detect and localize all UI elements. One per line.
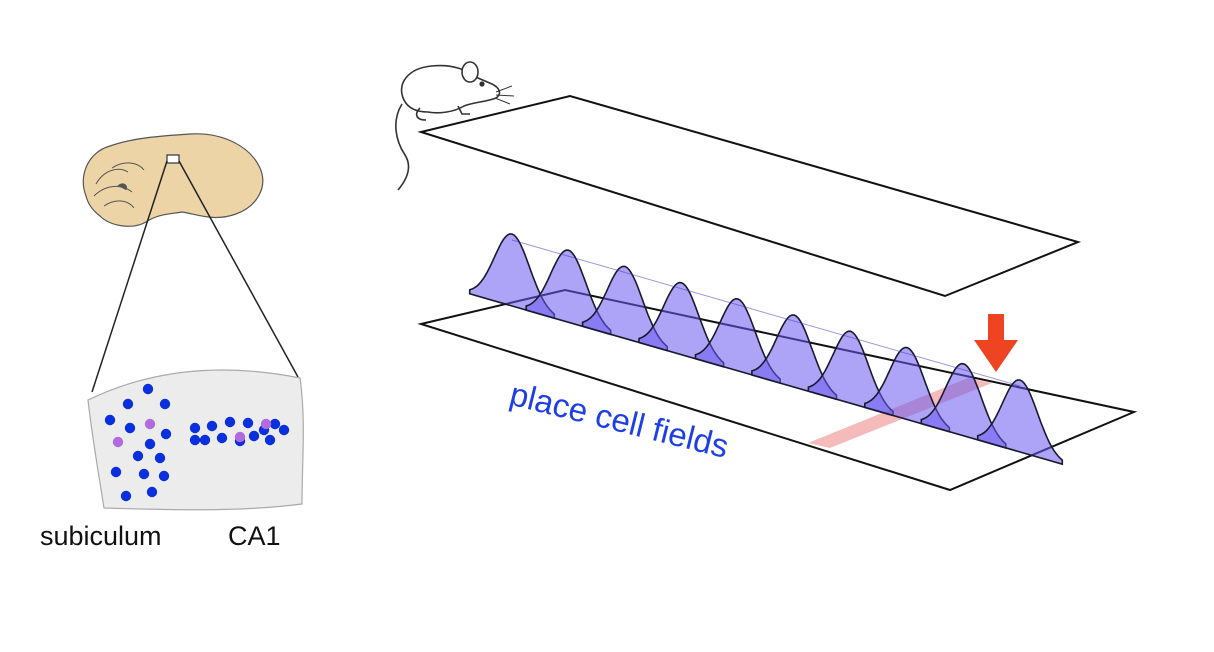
subiculum-blue-neuron	[142, 383, 154, 395]
subiculum-label: subiculum	[40, 521, 162, 551]
subiculum-blue-neuron	[120, 490, 132, 502]
subiculum-blue-neuron	[154, 452, 166, 464]
neuron-dots	[104, 383, 290, 502]
ca1-blue-neuron	[206, 420, 218, 432]
subiculum-purple-neuron	[144, 418, 156, 430]
subiculum-blue-neuron	[144, 438, 156, 450]
down-arrow-icon	[974, 314, 1018, 372]
subiculum-blue-neuron	[159, 398, 171, 410]
ca1-blue-neuron	[216, 432, 228, 444]
mouse-icon	[395, 61, 515, 191]
subiculum-blue-neuron	[104, 414, 116, 426]
ca1-blue-neuron	[264, 434, 276, 446]
subiculum-blue-neuron	[132, 450, 144, 462]
ca1-blue-neuron	[189, 422, 201, 434]
subiculum-blue-neuron	[160, 428, 172, 440]
place-field-ridge	[511, 239, 1021, 387]
subiculum-blue-neuron	[158, 470, 170, 482]
subiculum-blue-neuron	[110, 466, 122, 478]
subiculum-blue-neuron	[146, 486, 158, 498]
zoom-line-right	[178, 160, 299, 378]
ca1-label: CA1	[228, 521, 281, 551]
subiculum-purple-neuron	[112, 436, 124, 448]
ca1-blue-neuron	[199, 434, 211, 446]
ca1-blue-neuron	[269, 418, 281, 430]
subiculum-blue-neuron	[138, 468, 150, 480]
subiculum-blue-neuron	[122, 398, 134, 410]
place-cell-fields	[468, 233, 1064, 466]
subiculum-blue-neuron	[124, 422, 136, 434]
place-field-10	[976, 379, 1064, 466]
ca1-blue-neuron	[278, 424, 290, 436]
ca1-purple-neuron	[260, 418, 272, 430]
ca1-blue-neuron	[189, 434, 201, 446]
ca1-blue-neuron	[242, 417, 254, 429]
ca1-blue-neuron	[224, 416, 236, 428]
track-plane-upper	[417, 94, 1082, 298]
ca1-purple-neuron	[234, 431, 246, 443]
zoom-line-left	[91, 160, 168, 393]
ca1-blue-neuron	[248, 430, 260, 442]
brain-icon	[82, 133, 264, 227]
